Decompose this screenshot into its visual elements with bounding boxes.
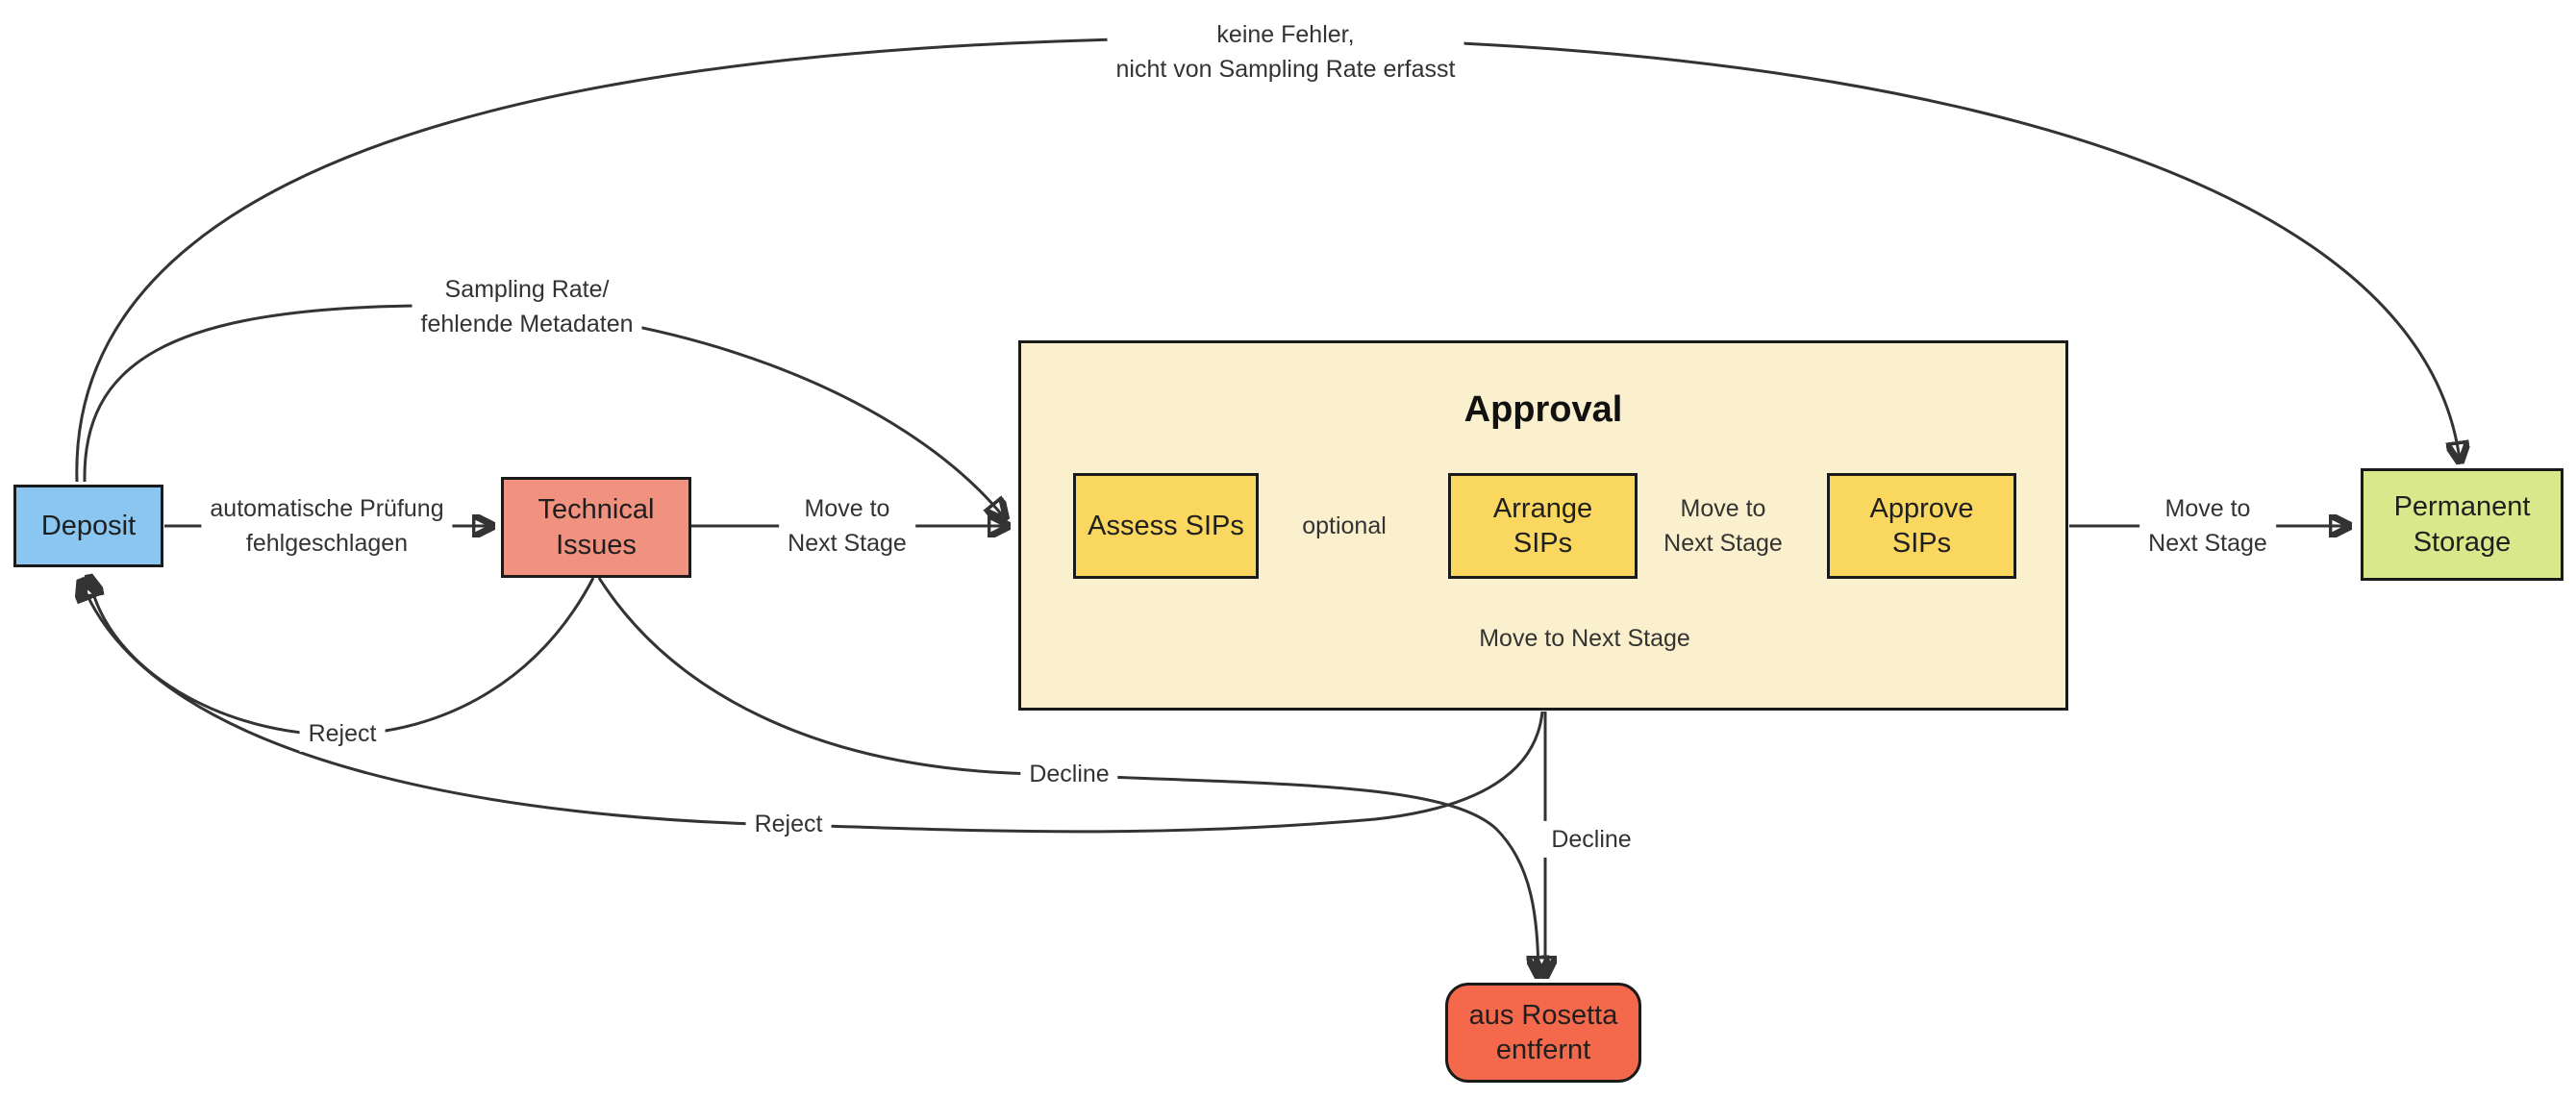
edge-label-automatische-pruefung-line2: fehlgeschlagen: [245, 530, 409, 557]
node-assess-sips: Assess SIPs: [1073, 473, 1259, 579]
edge-label-optional: optional: [1293, 507, 1395, 545]
edge-label-decline-1-text: Decline: [1029, 760, 1110, 787]
edge-technical-rosetta-decline: [597, 577, 1538, 974]
edge-label-reject-1: Reject: [299, 714, 386, 753]
edge-label-sampling-rate-line1: Sampling Rate/: [444, 275, 610, 303]
node-approve-sips-line2: SIPs: [1891, 528, 1952, 559]
edge-label-keine-fehler: keine Fehler, nicht von Sampling Rate er…: [1107, 15, 1464, 88]
node-technical-issues-line2: Issues: [556, 529, 637, 561]
edge-label-reject-1-text: Reject: [308, 719, 377, 747]
edge-label-reject-2: Reject: [745, 805, 832, 843]
node-approve-sips: Approve SIPs: [1827, 473, 2016, 579]
edge-label-move-next-stage-3: Move to Next Stage: [2139, 489, 2276, 562]
edge-label-move-next-stage-2-line2: Next Stage: [1663, 530, 1783, 557]
edge-label-decline-2-text: Decline: [1551, 825, 1632, 853]
edge-label-move-next-stage-bypass: Move to Next Stage: [1470, 619, 1699, 658]
edge-label-decline-2: Decline: [1542, 820, 1640, 859]
edge-label-move-next-stage-bypass-text: Move to Next Stage: [1479, 624, 1690, 652]
approval-container-title: Approval: [1463, 389, 1623, 430]
node-approve-sips-line1: Approve: [1869, 492, 1974, 524]
edge-label-keine-fehler-line1: keine Fehler,: [1216, 20, 1355, 48]
node-rosetta-removed-line1: aus Rosetta: [1468, 999, 1618, 1031]
edge-label-sampling-rate-line2: fehlende Metadaten: [420, 311, 634, 337]
node-deposit-label: Deposit: [40, 510, 137, 541]
edge-label-move-next-stage-1-line1: Move to: [804, 494, 890, 522]
edge-label-move-next-stage-2: Move to Next Stage: [1655, 489, 1791, 562]
edge-label-reject-2-text: Reject: [754, 810, 823, 837]
node-arrange-sips: Arrange SIPs: [1448, 473, 1638, 579]
edge-label-move-next-stage-1: Move to Next Stage: [779, 489, 915, 562]
node-rosetta-removed-line2: entfernt: [1495, 1035, 1591, 1065]
edge-label-sampling-rate: Sampling Rate/ fehlende Metadaten: [412, 270, 642, 343]
node-rosetta-removed: aus Rosetta entfernt: [1445, 983, 1641, 1083]
edge-label-automatische-pruefung-line1: automatische Prüfung: [210, 494, 444, 522]
edge-label-keine-fehler-line2: nicht von Sampling Rate erfasst: [1115, 56, 1456, 83]
edge-label-move-next-stage-3-line1: Move to: [2164, 494, 2251, 522]
node-arrange-sips-line1: Arrange: [1492, 492, 1593, 524]
node-technical-issues: Technical Issues: [501, 477, 691, 578]
edge-label-move-next-stage-3-line2: Next Stage: [2148, 530, 2267, 557]
edge-technical-deposit-reject: [89, 578, 595, 737]
node-permanent-storage-line1: Permanent: [2393, 491, 2531, 523]
node-arrange-sips-line2: SIPs: [1513, 528, 1573, 559]
edge-label-automatische-pruefung: automatische Prüfung fehlgeschlagen: [201, 489, 453, 562]
node-technical-issues-line1: Technical: [538, 494, 655, 526]
node-deposit: Deposit: [13, 485, 163, 567]
node-assess-sips-label: Assess SIPs: [1088, 510, 1244, 541]
edge-label-decline-1: Decline: [1020, 755, 1118, 793]
edge-label-optional-text: optional: [1302, 512, 1387, 539]
node-permanent-storage: Permanent Storage: [2361, 468, 2563, 581]
edge-label-move-next-stage-2-line1: Move to: [1680, 494, 1766, 522]
node-permanent-storage-line2: Storage: [2413, 526, 2512, 558]
edge-label-move-next-stage-1-line2: Next Stage: [788, 530, 907, 557]
